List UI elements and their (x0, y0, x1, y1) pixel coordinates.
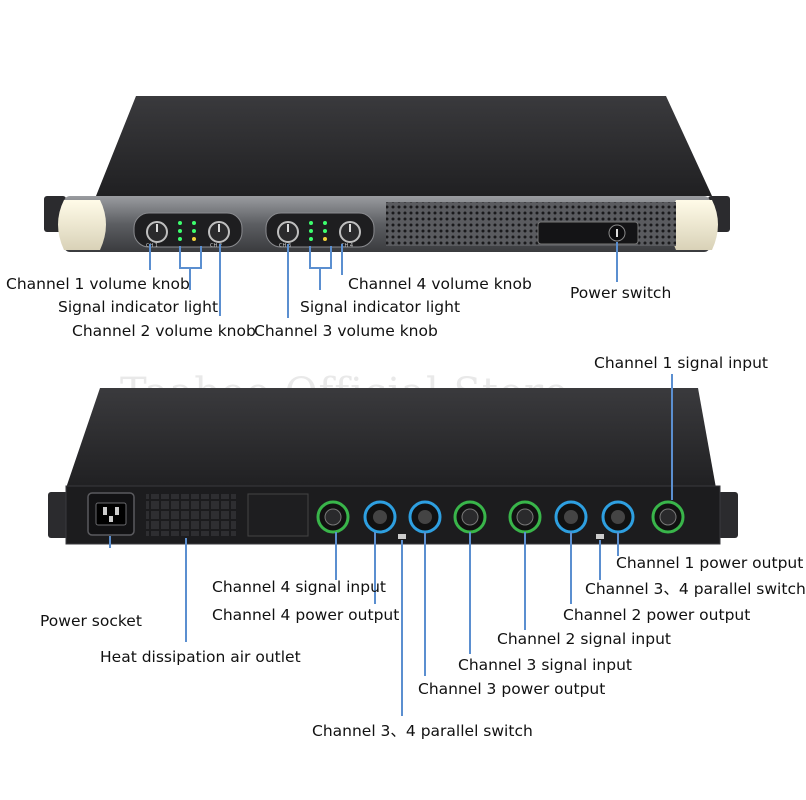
label-ch4-signal-input: Channel 4 signal input (212, 578, 386, 596)
knob-ch1-icon (146, 221, 168, 243)
xlr-ch4-input-icon (316, 500, 350, 534)
rear-top-chassis (66, 388, 716, 488)
speakon-ch1-output-icon (601, 500, 635, 534)
rear-rack-ear-right (718, 492, 738, 538)
endcap-left (58, 200, 106, 250)
speakon-ch2-output-icon (554, 500, 588, 534)
label-ch3-volume-knob: Channel 3 volume knob (254, 322, 438, 340)
spec-plate (247, 493, 309, 537)
label-signal-light-left: Signal indicator light (58, 298, 219, 316)
speakon-ch4-output-icon (363, 500, 397, 534)
knob-ch4-icon (339, 221, 361, 243)
knob-ch2-icon (208, 221, 230, 243)
xlr-ch3-input-icon (453, 500, 487, 534)
label-ch1-power-output: Channel 1 power output (616, 554, 804, 572)
label-power-switch: Power switch (570, 284, 672, 302)
knob-ch3-icon (277, 221, 299, 243)
label-heat-outlet: Heat dissipation air outlet (100, 648, 301, 666)
label-ch4-volume-knob: Channel 4 volume knob (348, 275, 532, 293)
ch4-tag: CH 4 (341, 243, 353, 249)
ch1-tag: CH 1 (146, 243, 158, 249)
label-ch4-power-output: Channel 4 power output (212, 606, 400, 624)
ch3-tag: CH 3 (279, 243, 291, 249)
label-ch1-signal-input: Channel 1 signal input (594, 354, 768, 372)
rear-unit (48, 388, 738, 545)
parallel-switch-right-icon (596, 534, 604, 539)
xlr-ch2-input-icon (508, 500, 542, 534)
rear-rack-ear-left (48, 492, 68, 538)
leader-lines (109, 242, 673, 716)
xlr-ch1-input-icon (651, 500, 685, 534)
front-top-chassis (96, 96, 712, 196)
label-ch34-parallel-switch-right: Channel 3、4 parallel switch (585, 580, 806, 598)
front-unit: CH 1 CH 2 CH 3 CH 4 (44, 96, 730, 252)
signal-led-left-icon (178, 221, 196, 241)
label-signal-light-right: Signal indicator light (300, 298, 461, 316)
label-power-socket: Power socket (40, 612, 142, 630)
endcap-right (670, 200, 718, 250)
signal-led-right-icon (309, 221, 327, 241)
label-ch2-power-output: Channel 2 power output (563, 606, 751, 624)
label-ch2-signal-input: Channel 2 signal input (497, 630, 671, 648)
label-ch3-signal-input: Channel 3 signal input (458, 656, 632, 674)
air-outlet-icon (146, 494, 236, 536)
ch2-tag: CH 2 (210, 243, 222, 249)
label-ch34-parallel-switch-bottom: Channel 3、4 parallel switch (312, 722, 533, 740)
label-ch1-volume-knob: Channel 1 volume knob (6, 275, 190, 293)
label-ch3-power-output: Channel 3 power output (418, 680, 606, 698)
label-ch2-volume-knob: Channel 2 volume knob (72, 322, 256, 340)
parallel-switch-left-icon (398, 534, 406, 539)
speakon-ch3-output-icon (408, 500, 442, 534)
